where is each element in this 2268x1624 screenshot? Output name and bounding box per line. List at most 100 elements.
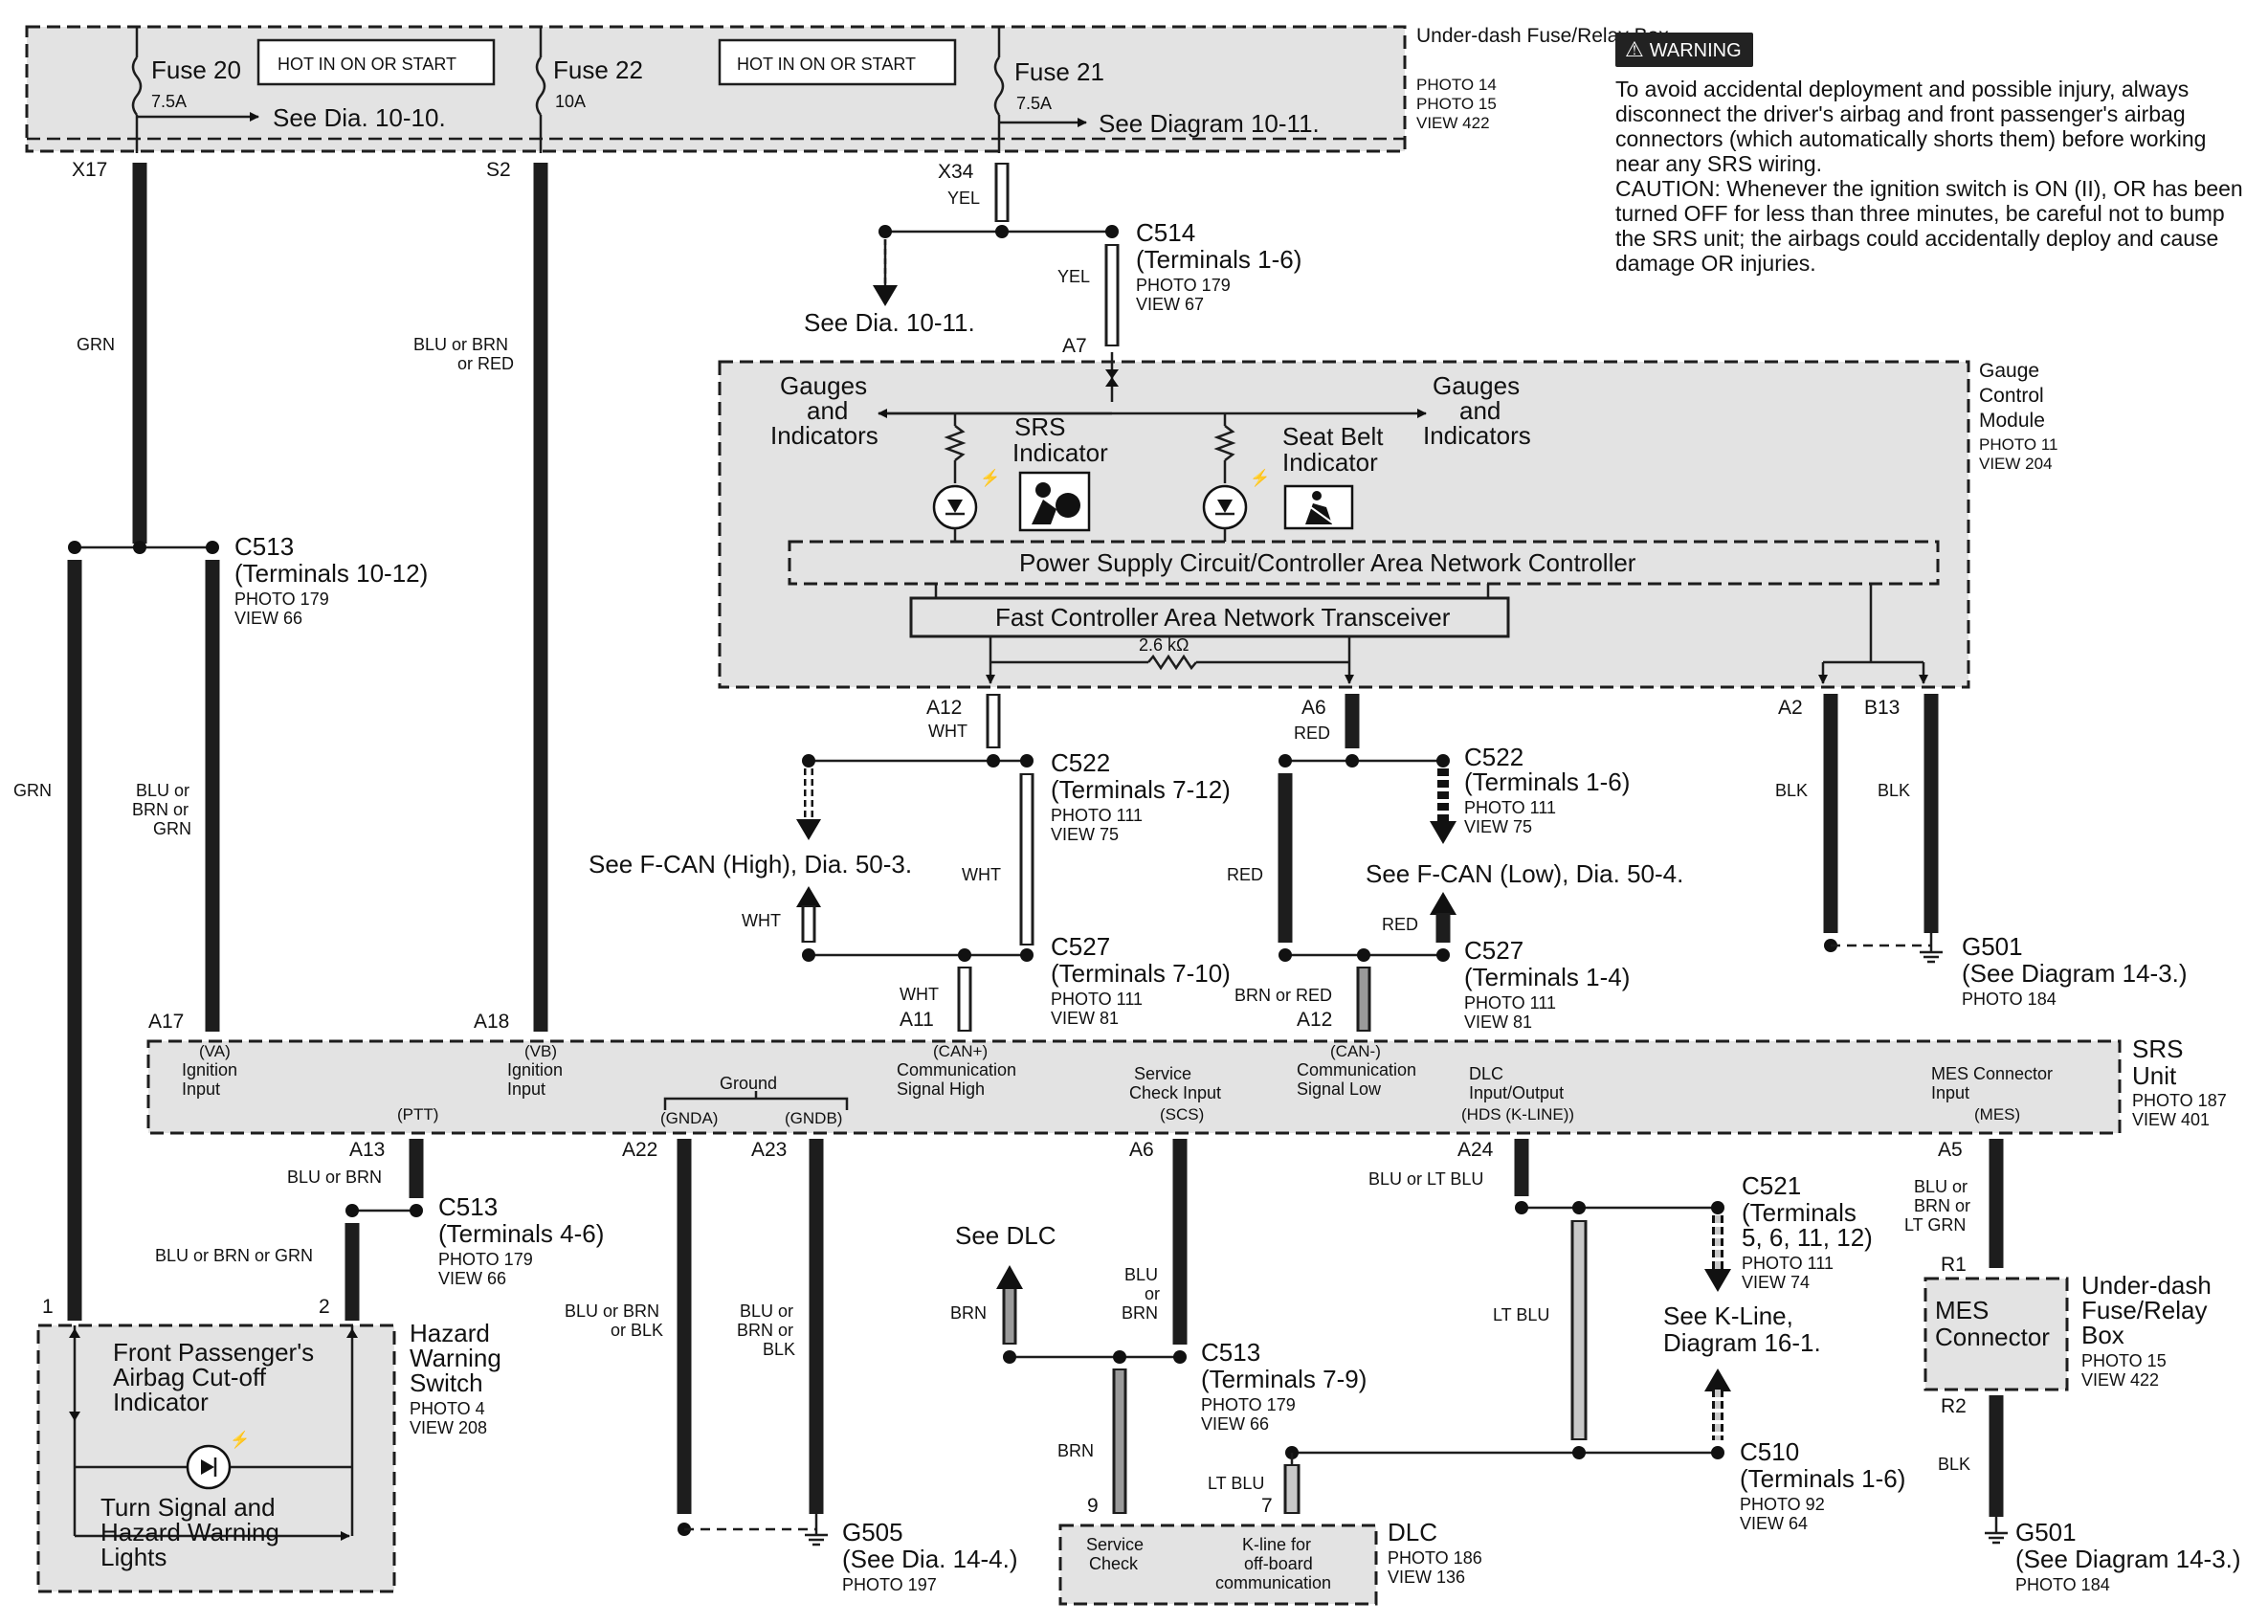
- led-rays-icon: ⚡: [230, 1430, 250, 1450]
- fuse-relay-box: Fuse 20 7.5A See Dia. 10-10. HOT IN ON O…: [25, 25, 1669, 153]
- srs-ptt: (PTT): [397, 1105, 438, 1123]
- transceiver-label: Fast Controller Area Network Transceiver: [995, 603, 1451, 632]
- wire-color-bb-a6-2: or: [1145, 1284, 1160, 1303]
- ref-kline-2: Diagram 16-1.: [1663, 1328, 1821, 1357]
- wire-color-wht-4: WHT: [900, 985, 939, 1004]
- gcm-ground-wiring: A2 B13 BLK BLK G501 (See Diagram 14-3.) …: [1775, 694, 2188, 1009]
- srs-canp: (CAN+): [933, 1042, 988, 1060]
- mes-r2: R2: [1941, 1395, 1967, 1417]
- c513a-terminals: (Terminals 10-12): [234, 559, 428, 588]
- pin-srs-a23: A23: [751, 1139, 787, 1161]
- seatbelt-indicator: ⚡ Seat Belt Indicator: [1202, 413, 1384, 542]
- mes-name-2: Connector: [1935, 1323, 2050, 1351]
- srs-ground: Ground: [720, 1074, 777, 1093]
- dlc-view: VIEW 136: [1388, 1568, 1465, 1587]
- fuse-20-name: Fuse 20: [151, 56, 241, 84]
- hazard-turn-1: Turn Signal and: [100, 1493, 276, 1522]
- c527a-terminals: (Terminals 7-10): [1051, 959, 1231, 988]
- wire-s2: S2 BLU or BRN or RED: [413, 159, 548, 1032]
- pin-gcm-a12: A12: [926, 697, 962, 719]
- wire-x17: X17 GRN GRN BLU or BRN or GRN C513 (Term…: [13, 159, 428, 1321]
- fuse-21-amps: 7.5A: [1016, 94, 1052, 113]
- gauges-left-1: Gauges: [780, 371, 867, 400]
- wire-color-bbg-2: BRN or: [132, 800, 189, 819]
- wire-color-bbb-b2: BRN or: [737, 1321, 793, 1340]
- hazard-ind-1: Front Passenger's: [113, 1338, 314, 1367]
- c513c-photo: PHOTO 179: [1201, 1395, 1296, 1414]
- gauges-right-3: Indicators: [1423, 421, 1531, 450]
- srs-canm: (CAN-): [1330, 1042, 1381, 1060]
- pin-a7: A7: [1062, 335, 1087, 357]
- wire-color-blu-brn: BLU or BRN: [287, 1168, 382, 1187]
- wire-color-wht-2: WHT: [962, 865, 1001, 884]
- resistor-label: 2.6 kΩ: [1139, 635, 1189, 655]
- wire-color-bbg-3: GRN: [153, 819, 191, 838]
- wire-color-blu-ltblu: BLU or LT BLU: [1368, 1169, 1483, 1189]
- pin-srs-a12: A12: [1297, 1009, 1332, 1031]
- c527b-terminals: (Terminals 1-4): [1464, 963, 1630, 991]
- srs-dlc-t2: Input/Output: [1469, 1083, 1564, 1102]
- led-rays-icon: ⚡: [1250, 468, 1270, 488]
- srs-scs-t1: Service: [1134, 1064, 1191, 1083]
- g501a-name: G501: [1962, 932, 2023, 961]
- wire-color-bbl-1: BLU or: [1914, 1177, 1968, 1196]
- pin-srs-a18: A18: [474, 1011, 509, 1033]
- wire-color-bbb-a2: or BLK: [611, 1321, 663, 1340]
- pin-srs-a5: A5: [1938, 1139, 1963, 1161]
- wire-color-red-2: RED: [1227, 865, 1263, 884]
- hot-label-1: HOT IN ON OR START: [278, 55, 456, 74]
- srs-mes: (MES): [1974, 1105, 2020, 1123]
- c513b-photo: PHOTO 179: [438, 1250, 533, 1269]
- warning-badge-label: WARNING: [1649, 40, 1742, 61]
- dlc-pin-9: 9: [1087, 1495, 1099, 1517]
- srs-indicator: ⚡ SRS Indicator: [932, 412, 1108, 542]
- srs-vb-t2: Input: [507, 1079, 545, 1099]
- wire-x34: X34 YEL See Dia. 10-11. YEL A7 C514 (Ter…: [804, 161, 1301, 357]
- gcm-photo: PHOTO 11: [1979, 435, 2058, 454]
- can-low-wiring: A6 RED RED See F-CAN (Low), Dia. 50-4. R…: [1227, 694, 1683, 1032]
- c522a-terminals: (Terminals 7-12): [1051, 775, 1231, 804]
- wire-color-wht-3: WHT: [742, 911, 781, 930]
- c527a-photo: PHOTO 111: [1051, 990, 1143, 1009]
- seatbelt-indicator-1: Seat Belt: [1282, 422, 1384, 451]
- caution-text: CAUTION: Whenever the ignition switch is…: [1615, 176, 2243, 276]
- c522a-view: VIEW 75: [1051, 825, 1119, 844]
- wire-color-brn-2: BRN: [1057, 1441, 1094, 1460]
- srs-gnda: (GNDA): [660, 1109, 718, 1127]
- hazard-turn-2: Hazard Warning: [100, 1518, 279, 1546]
- wire-color-bbb-b3: BLK: [763, 1340, 795, 1359]
- c522b-terminals: (Terminals 1-6): [1464, 768, 1630, 796]
- srs-ground-wiring: A22 A23 BLU or BRN or BLK BLU or BRN or …: [565, 1139, 1018, 1594]
- mes-box-3: Box: [2081, 1321, 2124, 1349]
- pin-srs-a11: A11: [900, 1009, 934, 1031]
- ref-kline-1: See K-Line,: [1663, 1301, 1793, 1330]
- fuse-20: Fuse 20 7.5A See Dia. 10-10.: [131, 27, 446, 153]
- kline-wiring: A24 BLU or LT BLU LT BLU See K-Line, Dia…: [1208, 1139, 1905, 1533]
- g505-photo: PHOTO 197: [842, 1575, 937, 1594]
- gauges-left-3: Indicators: [770, 421, 878, 450]
- wire-color-yel-1: YEL: [947, 189, 980, 208]
- pin-x17: X17: [72, 159, 107, 181]
- mes-photo: PHOTO 15: [2081, 1351, 2167, 1370]
- g505-name: G505: [842, 1518, 903, 1546]
- wire-color-bbb-b1: BLU or: [740, 1301, 793, 1321]
- hazard-pin-2: 2: [319, 1296, 330, 1318]
- fuse-box-photo-2: PHOTO 15: [1416, 95, 1497, 113]
- c527b-name: C527: [1464, 936, 1523, 965]
- hot-label-box-1: [256, 38, 496, 86]
- c514-view: VIEW 67: [1136, 295, 1204, 314]
- c513c-name: C513: [1201, 1338, 1260, 1367]
- c527a-view: VIEW 81: [1051, 1009, 1119, 1028]
- c522a-photo: PHOTO 111: [1051, 806, 1143, 825]
- hazard-turn-3: Lights: [100, 1543, 167, 1571]
- dlc-kline-3: communication: [1215, 1573, 1331, 1592]
- power-supply-label: Power Supply Circuit/Controller Area Net…: [1019, 548, 1636, 577]
- led-rays-icon: ⚡: [980, 468, 1000, 488]
- c514-name: C514: [1136, 218, 1195, 247]
- wire-color-brn-red: BRN or RED: [1234, 986, 1332, 1005]
- wire-color-grn-2: GRN: [13, 781, 52, 800]
- g501a-ref: (See Diagram 14-3.): [1962, 959, 2188, 988]
- c514-photo: PHOTO 179: [1136, 276, 1231, 295]
- srs-canp-t1: Communication: [897, 1060, 1016, 1079]
- hot-label-box-2: [718, 38, 957, 86]
